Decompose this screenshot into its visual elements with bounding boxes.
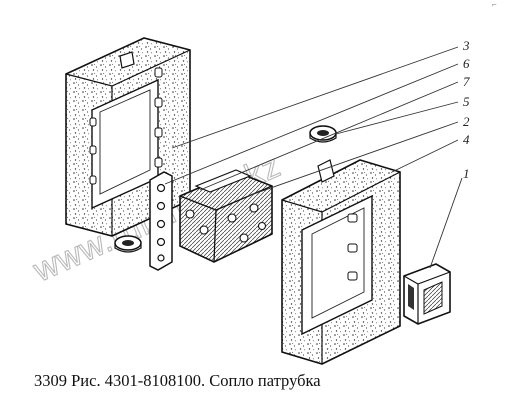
label-1: 1	[463, 166, 470, 181]
label-4: 4	[463, 132, 470, 147]
label-5: 5	[463, 94, 470, 109]
label-3: 3	[462, 38, 470, 53]
callout-labels: 3 6 7 5 2 4 1	[462, 38, 470, 181]
part-grommet-ring-left	[114, 235, 142, 253]
label-6: 6	[463, 56, 470, 71]
corner-mark: ⌐	[492, 0, 497, 9]
part-gasket-plate	[149, 171, 173, 271]
label-7: 7	[463, 74, 470, 89]
part-right-frame	[281, 159, 401, 365]
part-grommet-ring-right	[309, 125, 337, 143]
leader-lines	[164, 46, 463, 269]
figure-caption: 3309 Рис. 4301-8108100. Сопло патрубка	[34, 371, 321, 390]
part-cartridge-insert	[403, 263, 451, 325]
label-2: 2	[463, 114, 470, 129]
